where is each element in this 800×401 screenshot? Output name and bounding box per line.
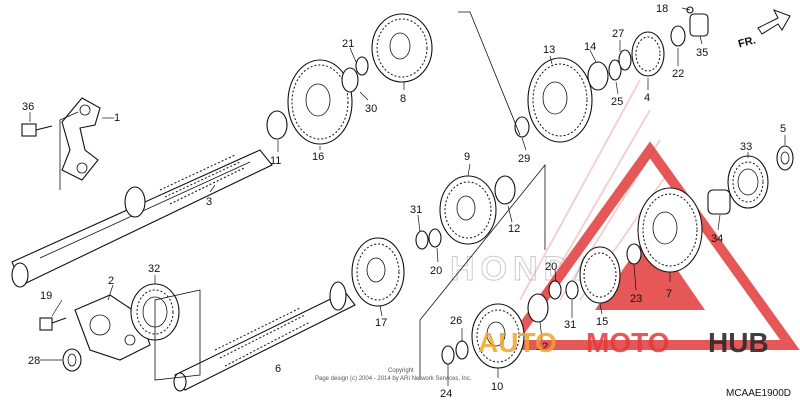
brand-hub: HUB xyxy=(708,327,769,358)
gear-4 xyxy=(631,31,665,77)
counter-shaft xyxy=(173,281,356,392)
gear-15 xyxy=(579,246,621,304)
label-2: 2 xyxy=(108,275,114,287)
washer-20-upper xyxy=(428,228,442,248)
front-direction-arrow-icon xyxy=(757,9,791,35)
washer-22 xyxy=(670,25,686,47)
label-36: 36 xyxy=(22,101,34,113)
label-7: 7 xyxy=(666,288,672,300)
washer-23 xyxy=(626,243,642,265)
label-3: 3 xyxy=(206,196,212,208)
gear-8 xyxy=(371,13,433,83)
label-26: 26 xyxy=(450,315,462,327)
label-22: 22 xyxy=(672,68,684,80)
label-14: 14 xyxy=(584,41,596,53)
bracket-plate xyxy=(61,97,101,181)
gear-17 xyxy=(351,237,405,307)
washer-31-upper xyxy=(415,230,429,250)
label-1: 1 xyxy=(114,112,120,124)
label-12-lower: 12 xyxy=(536,341,548,353)
label-6: 6 xyxy=(275,363,281,375)
brand-watermark: AUTO MOTO HUB xyxy=(478,327,769,358)
gear-9 xyxy=(439,175,497,245)
label-23: 23 xyxy=(630,293,642,305)
label-18: 18 xyxy=(656,3,668,15)
label-32: 32 xyxy=(148,263,160,275)
label-17: 17 xyxy=(375,317,387,329)
label-25: 25 xyxy=(611,96,623,108)
bearing-33 xyxy=(727,155,769,209)
label-8: 8 xyxy=(400,93,406,105)
gear-13 xyxy=(527,57,593,143)
label-19: 19 xyxy=(40,290,52,302)
label-21: 21 xyxy=(342,38,354,50)
gear-7 xyxy=(637,187,703,273)
washer-21 xyxy=(355,56,369,76)
label-11: 11 xyxy=(270,155,281,167)
bolt-36 xyxy=(21,123,53,137)
washer-20-lower xyxy=(548,280,562,300)
label-20-lower: 20 xyxy=(545,261,557,273)
washer-31-lower xyxy=(565,280,579,300)
label-30: 30 xyxy=(365,103,377,115)
label-9: 9 xyxy=(464,151,470,163)
bushing-14 xyxy=(587,61,609,91)
group-outlines xyxy=(59,11,546,381)
label-29: 29 xyxy=(518,153,530,165)
bushing-35 xyxy=(689,13,709,37)
bolt-19 xyxy=(39,317,67,331)
gear-16 xyxy=(287,59,353,145)
direction-label: FR. xyxy=(737,34,757,50)
bushing-12-upper xyxy=(494,175,516,205)
label-15: 15 xyxy=(596,316,608,328)
label-16: 16 xyxy=(312,151,324,163)
label-4: 4 xyxy=(644,92,650,104)
copyright-title: Copyright xyxy=(388,368,414,374)
main-shaft xyxy=(11,149,273,288)
washer-5 xyxy=(776,145,794,171)
washer-27 xyxy=(618,49,632,71)
label-35: 35 xyxy=(696,47,708,59)
diagram-code: MCAAE1900D xyxy=(726,388,791,399)
triangle-watermark-icon xyxy=(500,141,800,350)
label-24: 24 xyxy=(440,388,452,400)
label-10: 10 xyxy=(491,381,503,393)
label-28: 28 xyxy=(28,355,40,367)
label-31-upper: 31 xyxy=(410,204,422,216)
washer-28 xyxy=(62,348,82,372)
washer-26 xyxy=(455,340,469,360)
label-34: 34 xyxy=(711,233,723,245)
label-13: 13 xyxy=(543,44,555,56)
bushing-30 xyxy=(341,67,359,93)
label-20-upper: 20 xyxy=(430,265,442,277)
callout-labels: 1 2 3 4 5 6 7 8 9 10 11 12 12 13 14 15 1… xyxy=(22,3,786,400)
brand-auto: AUTO xyxy=(478,327,557,358)
label-31-lower: 31 xyxy=(564,319,576,331)
label-27: 27 xyxy=(612,28,624,40)
label-5: 5 xyxy=(780,123,786,135)
needle-bearing-34 xyxy=(707,189,731,215)
bushing-12-lower xyxy=(527,293,549,323)
brand-moto: MOTO xyxy=(586,327,669,358)
label-33: 33 xyxy=(740,141,752,153)
washer-24 xyxy=(441,345,455,365)
label-12-upper: 12 xyxy=(508,223,520,235)
washer-25 xyxy=(608,59,622,81)
copyright-text: Page design (c) 2004 - 2014 by ARI Netwo… xyxy=(315,376,472,382)
honda-wing-watermark xyxy=(519,79,671,301)
bushing-11 xyxy=(266,110,288,140)
leader-lines xyxy=(29,7,786,386)
